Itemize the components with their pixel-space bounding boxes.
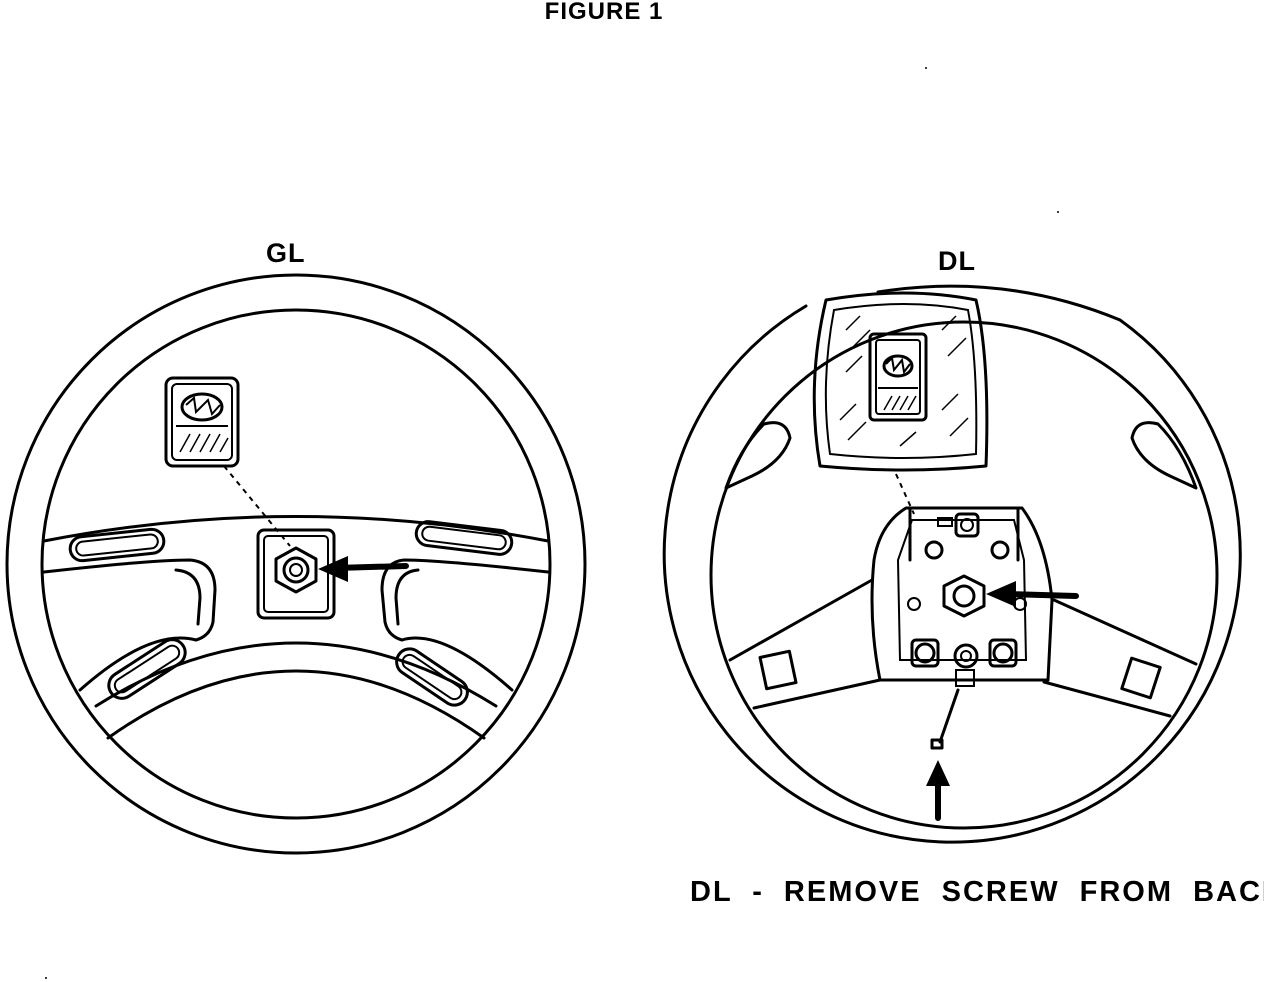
gl-rim-outer xyxy=(5,273,587,855)
gl-spoke-band xyxy=(42,515,550,642)
dl-screw-icon xyxy=(930,688,960,750)
dl-arrow-icon xyxy=(986,581,1079,607)
gl-wheel-label: GL xyxy=(266,238,306,268)
gl-hub-nut xyxy=(256,528,336,620)
dl-wheel-label: DL xyxy=(938,246,976,276)
dl-steering-wheel xyxy=(662,284,1242,844)
gl-arrow-icon xyxy=(318,556,409,582)
gl-steering-wheel xyxy=(5,273,587,855)
gl-spoke-slots xyxy=(68,520,514,707)
dl-screw-arrow-icon xyxy=(926,760,950,821)
gl-rim-inner xyxy=(40,308,552,820)
dl-right-spoke xyxy=(1042,598,1198,718)
figure-title: FIGURE 1 xyxy=(544,0,664,25)
dl-alignment-line xyxy=(895,473,915,515)
dl-hub-assembly xyxy=(870,506,1054,687)
dl-rim-inner xyxy=(709,320,1219,830)
scan-specks xyxy=(45,67,1059,979)
gl-lower-spokes xyxy=(78,636,514,740)
dl-left-spoke xyxy=(728,578,882,710)
dl-hub-nut xyxy=(942,574,986,618)
dl-horn-pad xyxy=(812,291,989,515)
gl-horn-emblem xyxy=(164,376,291,547)
gl-alignment-line xyxy=(223,465,291,547)
dl-caption: DL - REMOVE SCREW FROM BACK xyxy=(690,876,1264,908)
dl-upper-stubs xyxy=(724,421,1198,490)
dl-rim-outer xyxy=(662,304,1242,844)
